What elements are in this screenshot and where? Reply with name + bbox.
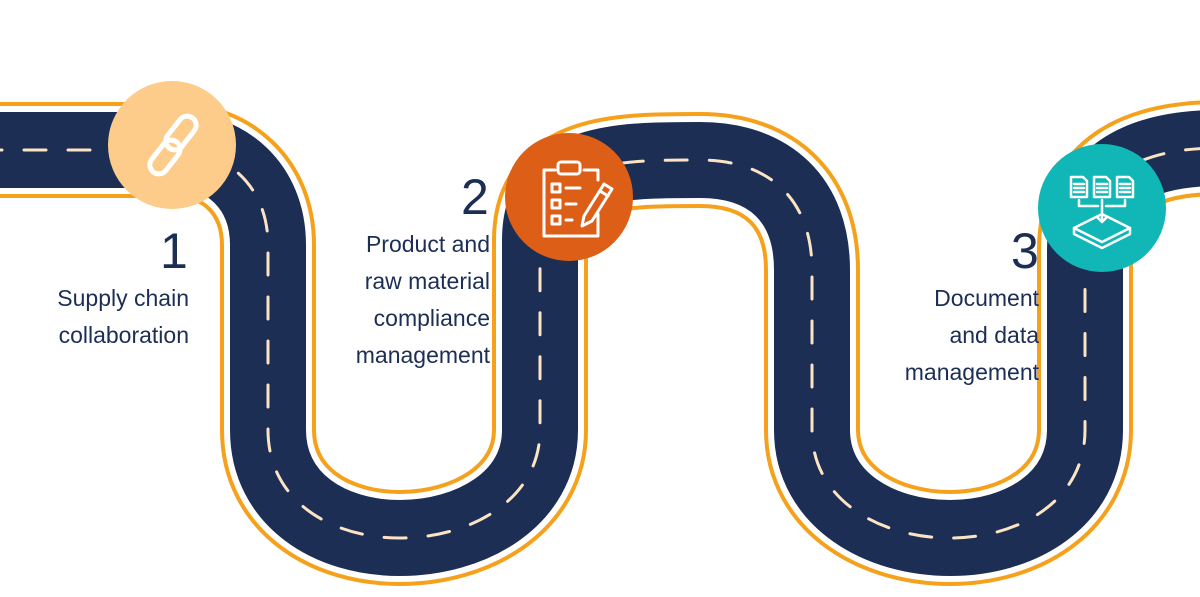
step-2-label-line: management [355, 342, 490, 368]
step-2-label-line: raw material [364, 268, 490, 294]
clipboard-checklist-icon [542, 160, 614, 238]
step-2-label-line: compliance [373, 305, 490, 331]
step-3-label: Document and data management [905, 280, 1039, 391]
step-1-label: Supply chain collaboration [57, 280, 189, 354]
step-1-label-line: Supply chain [57, 285, 189, 311]
step-3-label-line: Document [934, 285, 1039, 311]
chain-link-icon [147, 113, 199, 177]
step-3-label-line: management [904, 359, 1039, 385]
step-1-badge [108, 81, 236, 209]
step-2-number: 2 [461, 169, 489, 225]
step-2-label-line: Product and [365, 231, 490, 257]
step-3-label-line: and data [949, 322, 1039, 348]
lane-dashes [0, 147, 1200, 540]
step-1-number: 1 [160, 223, 188, 279]
step-3-number: 3 [1011, 223, 1039, 279]
step-2-badge [505, 133, 633, 261]
step-1-label-line: collaboration [58, 322, 189, 348]
step-2-label: Product and raw material compliance mana… [356, 226, 490, 374]
step-3-badge [1038, 144, 1166, 272]
road-path [0, 100, 1200, 586]
documents-tray-icon [1069, 175, 1135, 250]
